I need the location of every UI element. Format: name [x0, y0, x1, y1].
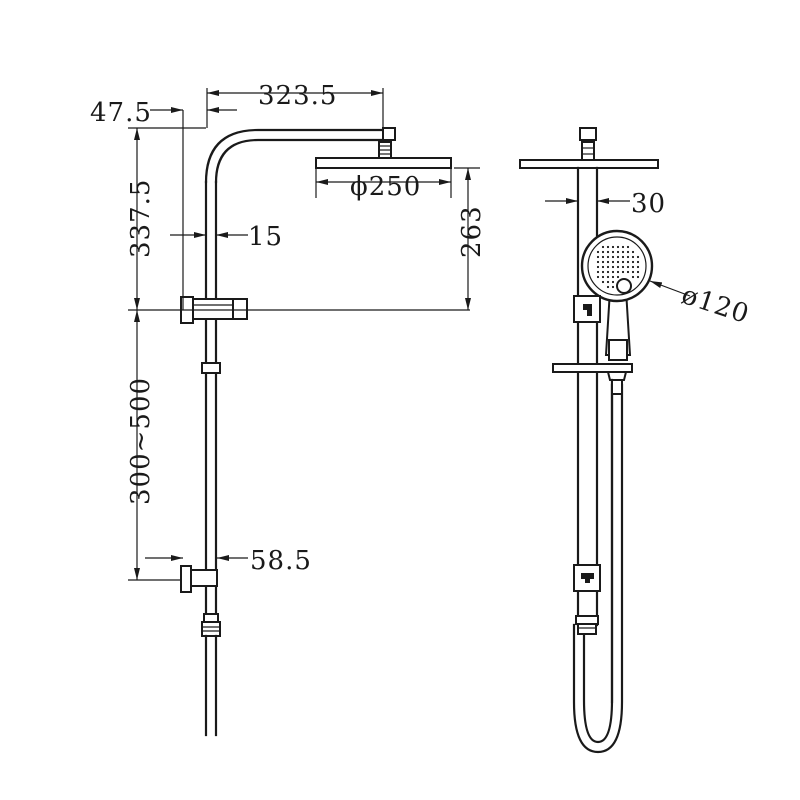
dim-bottom-depth: 58.5 [250, 546, 312, 576]
soap-shelf [552, 363, 633, 381]
side-view-rail [204, 180, 218, 614]
nozzle-dot [601, 255, 605, 259]
nozzle-dot [606, 280, 610, 284]
nozzle-dot [596, 255, 600, 259]
hose [572, 378, 624, 754]
front-view-bottom-bracket [573, 564, 601, 592]
nozzle-dot [606, 245, 610, 249]
nozzle-dot [611, 245, 615, 249]
nozzle-dot [636, 265, 640, 269]
nozzle-dot [616, 275, 620, 279]
nozzle-dot [611, 270, 615, 274]
nozzle-dot [601, 275, 605, 279]
dim-line-hand-shower-diameter [649, 280, 691, 297]
nozzle-dot [611, 280, 615, 284]
nozzle-dot [601, 265, 605, 269]
nozzle-dot [621, 255, 625, 259]
nozzle-dot [596, 260, 600, 264]
front-view-rail [576, 166, 599, 627]
nozzle-dot [636, 255, 640, 259]
dim-wall-offset: 47.5 [90, 98, 152, 128]
nozzle-dot [626, 245, 630, 249]
side-view-inlet [201, 613, 221, 737]
nozzle-dot [621, 250, 625, 254]
nozzle-dot [611, 255, 615, 259]
nozzle-dot [631, 255, 635, 259]
nozzle-dot [626, 255, 630, 259]
nozzle-dot [596, 250, 600, 254]
dim-head-drop: 263 [457, 205, 487, 258]
nozzle-dot [621, 270, 625, 274]
nozzle-dot [616, 255, 620, 259]
side-view: 323.5 47.5 ϕ250 337.5 15 263 300~500 58.… [90, 81, 487, 737]
dim-arm-height: 337.5 [126, 179, 156, 258]
nozzle-dot [626, 250, 630, 254]
nozzle-dot [601, 245, 605, 249]
hand-shower-nozzles [596, 245, 640, 289]
nozzle-dot [626, 265, 630, 269]
nozzle-dot [631, 275, 635, 279]
nozzle-dot [611, 275, 615, 279]
nozzle-dot [631, 250, 635, 254]
nozzle-dot [616, 245, 620, 249]
nozzle-dot [606, 270, 610, 274]
dim-bracket-spacing: 300~500 [126, 377, 156, 505]
nozzle-dot [601, 250, 605, 254]
front-view-inlet [575, 615, 599, 635]
nozzle-dot [606, 285, 610, 289]
nozzle-dot [616, 270, 620, 274]
nozzle-dot [596, 270, 600, 274]
dim-arm-reach: 323.5 [258, 81, 337, 111]
side-view-rain-head [315, 157, 452, 169]
dim-rail-depth: 15 [248, 222, 283, 252]
nozzle-dot [606, 260, 610, 264]
nozzle-dot [601, 280, 605, 284]
side-view-rail-joint [201, 362, 221, 374]
nozzle-dot [631, 270, 635, 274]
hand-shower [580, 229, 654, 361]
nozzle-dot [621, 260, 625, 264]
nozzle-dot [601, 260, 605, 264]
nozzle-dot [631, 260, 635, 264]
nozzle-dot [616, 265, 620, 269]
nozzle-dot [621, 265, 625, 269]
side-view-bottom-bracket [180, 565, 218, 593]
nozzle-dot [611, 250, 615, 254]
nozzle-dot [596, 275, 600, 279]
nozzle-dot [606, 265, 610, 269]
side-view-arm [204, 127, 396, 184]
nozzle-dot [631, 265, 635, 269]
dim-side-clearance: 30 [631, 189, 666, 219]
front-view-rain-head [519, 127, 659, 169]
nozzle-dot [616, 260, 620, 264]
nozzle-dot [606, 250, 610, 254]
nozzle-dot [636, 260, 640, 264]
nozzle-dot [626, 270, 630, 274]
nozzle-dot [636, 270, 640, 274]
nozzle-dot [596, 265, 600, 269]
front-view: 30 ø120 [519, 127, 753, 754]
nozzle-dot [621, 245, 625, 249]
nozzle-dot [606, 275, 610, 279]
nozzle-dot [611, 260, 615, 264]
dim-hand-shower-diameter: ø120 [678, 280, 753, 330]
nozzle-dot [616, 250, 620, 254]
nozzle-dot [606, 255, 610, 259]
nozzle-dot [601, 270, 605, 274]
nozzle-dot [636, 275, 640, 279]
nozzle-dot [626, 260, 630, 264]
nozzle-dot [611, 285, 615, 289]
front-view-top-bracket [573, 295, 601, 323]
nozzle-dot [611, 265, 615, 269]
dim-head-diameter: ϕ250 [350, 172, 421, 202]
